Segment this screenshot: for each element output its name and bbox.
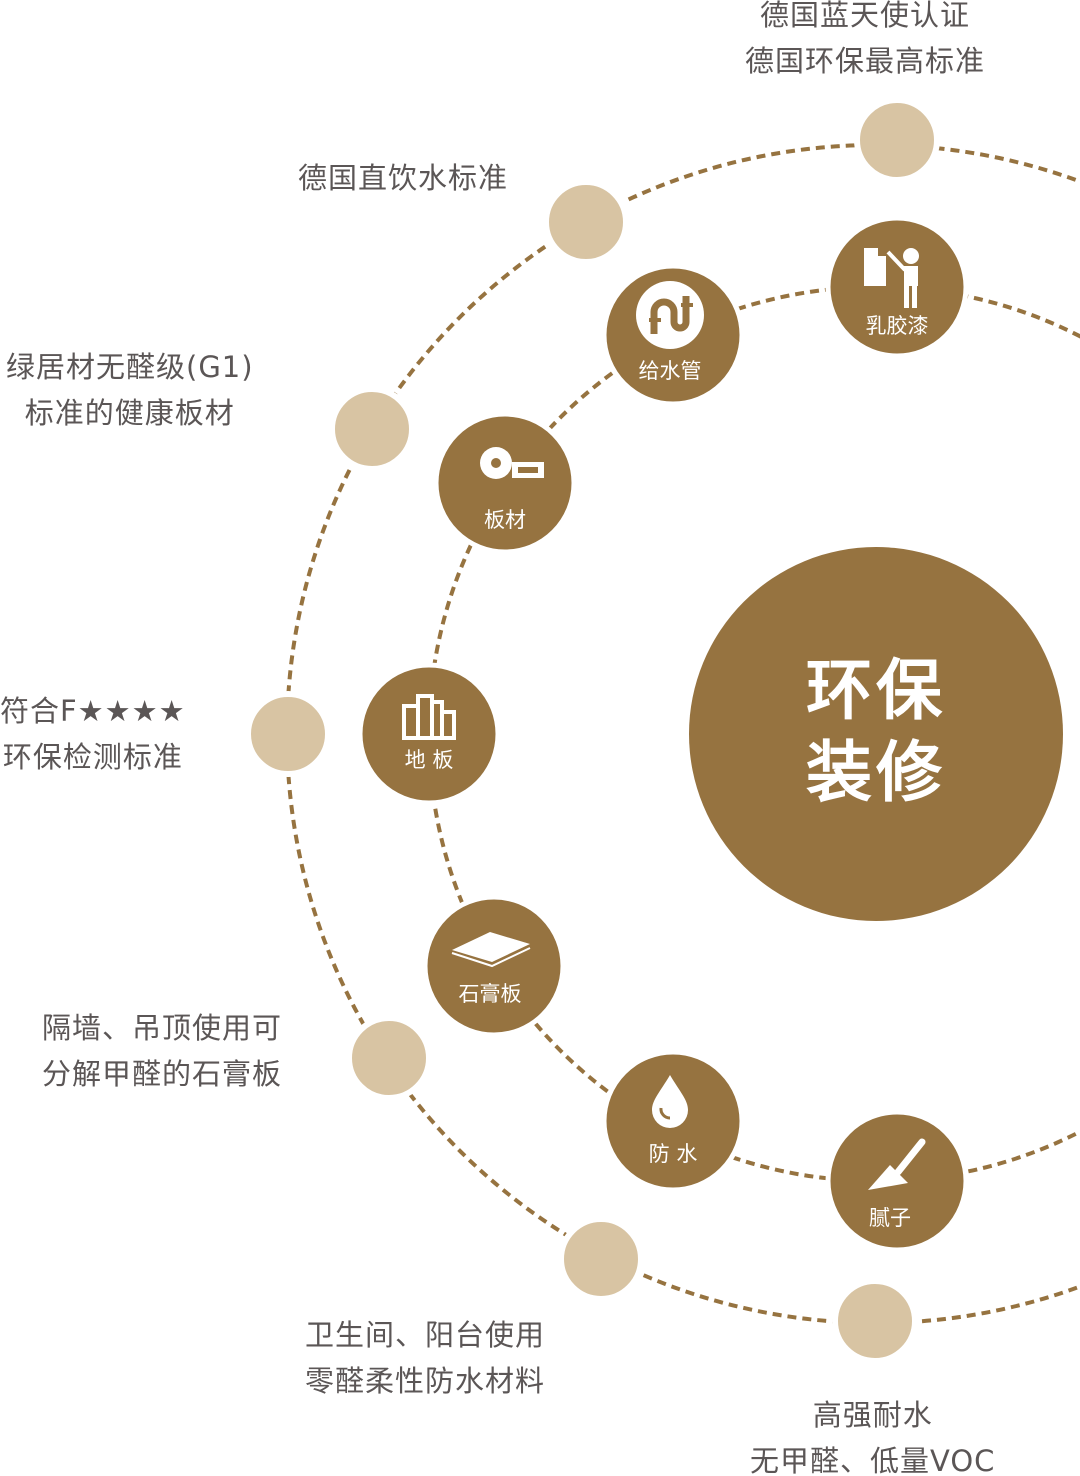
outer-dot: [245, 691, 331, 777]
label-line: 隔墙、吊顶使用可: [42, 1011, 283, 1045]
outer-label: 德国直饮水标准: [298, 155, 508, 201]
node-label: 给水管: [638, 359, 702, 383]
center-title-line2: 装修: [806, 734, 946, 811]
label-line: 零醛柔性防水材料: [305, 1364, 546, 1398]
center-circle: [689, 547, 1063, 921]
saw-board-icon: [480, 447, 544, 479]
node-label: 石膏板: [458, 982, 522, 1006]
outer-label: 绿居材无醛级(G1) 标准的健康板材: [6, 344, 254, 436]
painter-icon: [864, 248, 919, 308]
outer-dot: [854, 97, 940, 183]
outer-label: 符合F★★★★ 环保检测标准: [0, 688, 186, 780]
label-line: 德国环保最高标准: [745, 44, 986, 78]
trowel-icon: [868, 1138, 926, 1190]
label-line: 德国直饮水标准: [298, 161, 509, 195]
outer-dot: [543, 179, 629, 265]
label-line: 卫生间、阳台使用: [305, 1318, 546, 1352]
node-latex-paint: [825, 215, 969, 359]
outer-label: 隔墙、吊顶使用可分解甲醛的石膏板: [42, 1005, 282, 1097]
outer-dot: [832, 1278, 918, 1364]
outer-dot: [346, 1015, 432, 1101]
node-label: 乳胶漆: [865, 314, 929, 338]
label-line: 环保检测标准: [2, 740, 183, 774]
outer-dot: [329, 386, 415, 472]
pipe-icon: [636, 281, 704, 349]
outer-label: 卫生间、阳台使用零醛柔性防水材料: [305, 1312, 545, 1404]
outer-label: 高强耐水无甲醛、低量VOC: [750, 1392, 995, 1476]
label-line: 符合F★★★★: [0, 694, 186, 728]
node-board: [433, 411, 577, 555]
water-drop-icon: [652, 1075, 688, 1128]
center-title: 环保 装修: [690, 650, 1062, 814]
outer-dot: [558, 1216, 644, 1302]
gypsum-board-icon: [451, 932, 531, 968]
label-line: 绿居材无醛级(G1): [6, 350, 254, 384]
node-label: 板材: [484, 508, 526, 532]
label-line: 无甲醛、低量VOC: [750, 1444, 996, 1476]
node-floor: [357, 662, 501, 806]
center-title-line1: 环保: [806, 652, 946, 729]
label-line: 高强耐水: [812, 1398, 933, 1432]
label-line: 分解甲醛的石膏板: [42, 1057, 283, 1091]
node-label: 腻子: [869, 1206, 911, 1230]
floor-icon: [402, 694, 456, 740]
outer-label: 德国蓝天使认证德国环保最高标准: [745, 0, 985, 84]
outer-dots: [245, 97, 940, 1364]
label-line: 标准的健康板材: [24, 396, 235, 430]
node-label: 地 板: [404, 748, 454, 772]
node-label: 防 水: [648, 1142, 698, 1166]
label-line: 德国蓝天使认证: [760, 0, 971, 32]
